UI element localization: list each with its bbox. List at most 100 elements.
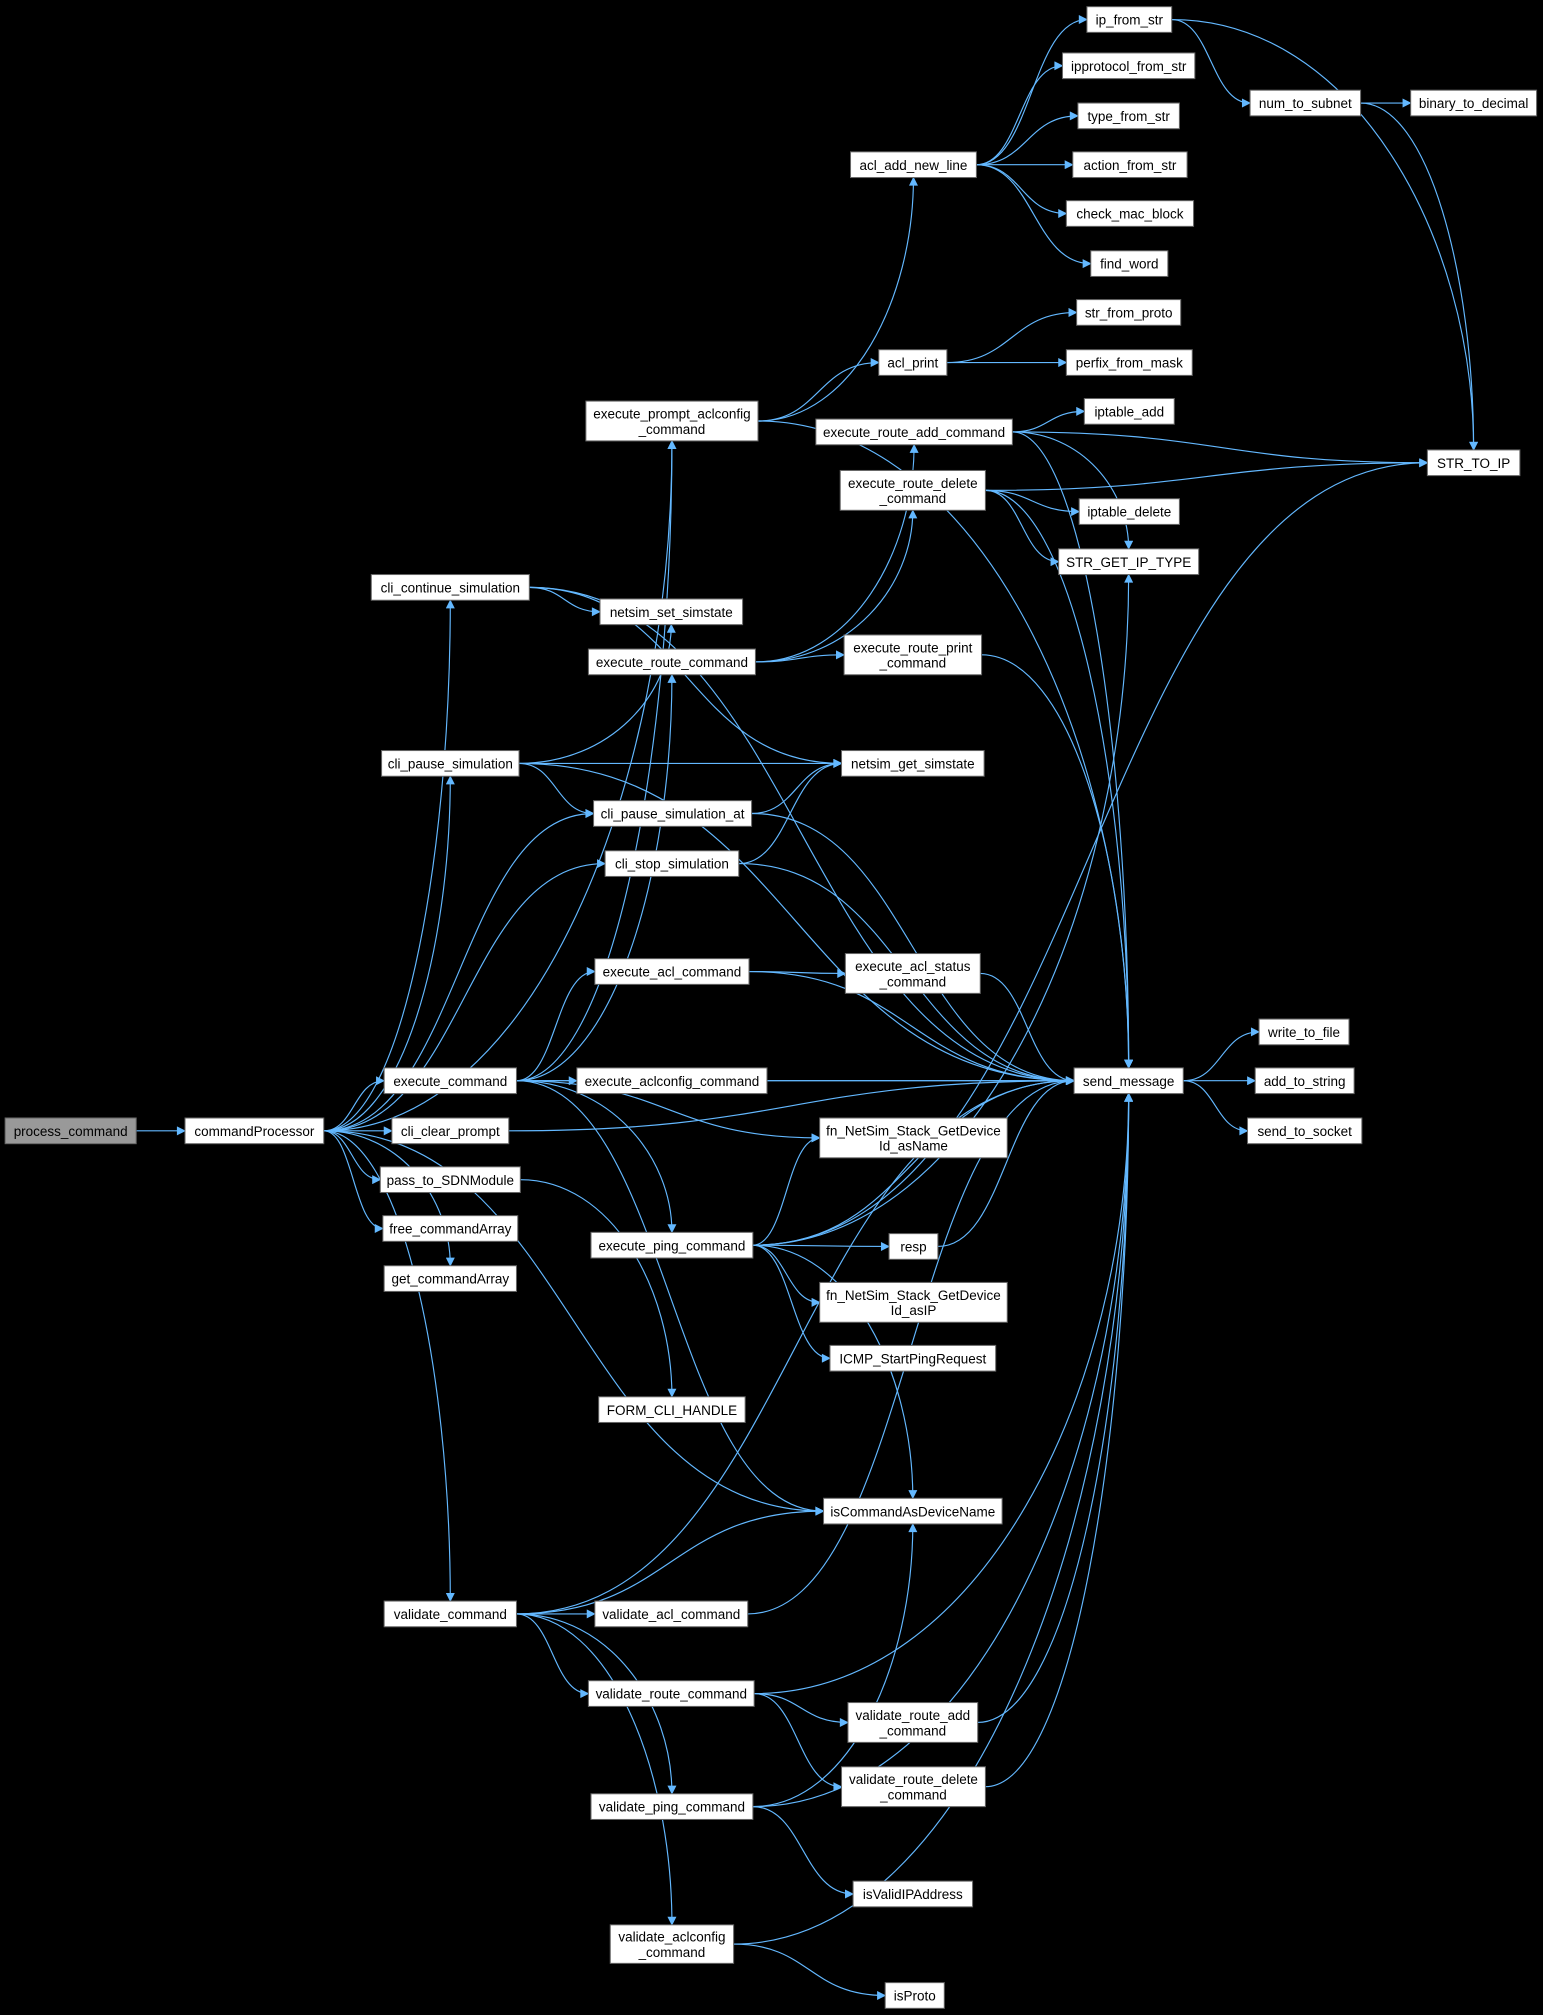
node-validate_aclconfig_command[interactable]: validate_aclconfig_command (609, 1924, 735, 1964)
node-cli_stop_simulation[interactable]: cli_stop_simulation (604, 850, 740, 877)
node-label: check_mac_block (1076, 207, 1183, 222)
node-validate_acl_command[interactable]: validate_acl_command (594, 1600, 749, 1628)
node-cli_pause_simulation[interactable]: cli_pause_simulation (381, 750, 520, 777)
node-check_mac_block[interactable]: check_mac_block (1065, 200, 1195, 227)
node-box (1065, 349, 1193, 376)
node-box (843, 634, 983, 676)
node-execute_command[interactable]: execute_command (383, 1067, 517, 1095)
node-execute_route_print_command[interactable]: execute_route_print_command (843, 634, 983, 676)
call-edge-commandProcessor-to-cli_pause_simulation_at (323, 809, 595, 1132)
node-iptable_add[interactable]: iptable_add (1083, 398, 1175, 425)
call-edge-cli_pause_simulation-to-netsim_set_simstate (519, 623, 676, 764)
node-cli_pause_simulation_at[interactable]: cli_pause_simulation_at (593, 800, 753, 827)
node-label: isValidIPAddress (863, 1887, 963, 1902)
node-box (609, 1924, 735, 1964)
node-label: _command (879, 1788, 947, 1803)
node-execute_prompt_aclconfig_command[interactable]: execute_prompt_aclconfig_command (585, 400, 759, 442)
node-isCommandAsDeviceName[interactable]: isCommandAsDeviceName (823, 1497, 1003, 1525)
node-iptable_delete[interactable]: iptable_delete (1078, 498, 1180, 525)
node-pass_to_SDNModule[interactable]: pass_to_SDNModule (379, 1166, 521, 1194)
node-add_to_string[interactable]: add_to_string (1254, 1067, 1355, 1095)
node-box (1426, 449, 1521, 477)
call-edge-validate_command-to-validate_ping_command (516, 1613, 677, 1795)
node-isValidIPAddress[interactable]: isValidIPAddress (852, 1880, 974, 1908)
node-box (370, 574, 530, 601)
node-execute_route_delete_command[interactable]: execute_route_delete_command (839, 469, 986, 511)
call-edge-execute_prompt_aclconfig_command-to-acl_print (758, 358, 880, 422)
call-edge-execute_command-to-isCommandAsDeviceName (516, 1080, 825, 1516)
node-cli_continue_simulation[interactable]: cli_continue_simulation (370, 574, 530, 601)
node-box (381, 750, 520, 777)
node-send_message[interactable]: send_message (1073, 1067, 1184, 1095)
node-box (1072, 151, 1188, 179)
node-box (184, 1117, 325, 1145)
node-label: iptable_add (1094, 405, 1164, 420)
node-perfix_from_mask[interactable]: perfix_from_mask (1065, 349, 1193, 376)
node-execute_acl_command[interactable]: execute_acl_command (594, 958, 750, 985)
node-label: execute_route_delete (848, 476, 978, 491)
node-num_to_subnet[interactable]: num_to_subnet (1249, 89, 1362, 117)
node-validate_route_delete_command[interactable]: validate_route_delete_command (841, 1766, 986, 1808)
node-box (1254, 1067, 1355, 1095)
node-process_command[interactable]: process_command (4, 1117, 137, 1145)
node-FORM_CLI_HANDLE[interactable]: FORM_CLI_HANDLE (598, 1396, 746, 1423)
node-get_commandArray[interactable]: get_commandArray (383, 1265, 517, 1292)
node-ipprotocol_from_str[interactable]: ipprotocol_from_str (1061, 52, 1196, 80)
call-edge-send_message-to-write_to_file (1183, 1027, 1260, 1082)
node-isProto[interactable]: isProto (884, 1982, 945, 2009)
node-binary_to_decimal[interactable]: binary_to_decimal (1410, 89, 1538, 117)
node-commandProcessor[interactable]: commandProcessor (184, 1117, 325, 1145)
node-execute_route_add_command[interactable]: execute_route_add_command (815, 418, 1013, 446)
node-execute_acl_status_command[interactable]: execute_acl_status_command (844, 953, 981, 994)
node-validate_command[interactable]: validate_command (383, 1600, 517, 1628)
node-type_from_str[interactable]: type_from_str (1077, 102, 1180, 130)
node-ICMP_StartPingRequest[interactable]: ICMP_StartPingRequest (829, 1344, 997, 1372)
node-label: iptable_delete (1087, 505, 1171, 520)
node-write_to_file[interactable]: write_to_file (1258, 1018, 1350, 1046)
node-label: validate_route_command (596, 1687, 747, 1702)
call-edge-acl_add_new_line-to-ipprotocol_from_str (976, 61, 1064, 166)
node-acl_add_new_line[interactable]: acl_add_new_line (849, 151, 977, 179)
node-label: validate_command (394, 1607, 507, 1622)
call-edge-send_message-to-send_to_socket (1183, 1080, 1249, 1136)
node-label: Id_asName (879, 1139, 948, 1154)
node-validate_route_add_command[interactable]: validate_route_add_command (847, 1702, 979, 1743)
node-STR_TO_IP[interactable]: STR_TO_IP (1426, 449, 1521, 477)
node-execute_ping_command[interactable]: execute_ping_command (590, 1231, 754, 1259)
call-edge-resp-to-send_message (937, 1076, 1075, 1248)
node-label: binary_to_decimal (1419, 96, 1528, 111)
node-box (1090, 250, 1169, 277)
node-free_commandArray[interactable]: free_commandArray (382, 1215, 519, 1242)
node-str_from_proto[interactable]: str_from_proto (1076, 299, 1182, 326)
call-edge-acl_add_new_line-to-type_from_str (976, 111, 1079, 166)
node-label: isCommandAsDeviceName (830, 1504, 995, 1519)
call-edge-ip_from_str-to-num_to_subnet (1171, 18, 1251, 108)
node-acl_print[interactable]: acl_print (878, 349, 948, 376)
node-resp[interactable]: resp (888, 1233, 939, 1260)
node-execute_route_command[interactable]: execute_route_command (587, 648, 756, 676)
node-label: cli_clear_prompt (401, 1124, 500, 1139)
node-label: execute_acl_command (603, 965, 742, 980)
node-ip_from_str[interactable]: ip_from_str (1086, 6, 1173, 33)
node-netsim_get_simstate[interactable]: netsim_get_simstate (841, 750, 985, 777)
node-action_from_str[interactable]: action_from_str (1072, 151, 1188, 179)
node-label: num_to_subnet (1259, 96, 1352, 111)
node-validate_route_command[interactable]: validate_route_command (587, 1680, 755, 1707)
node-netsim_set_simstate[interactable]: netsim_set_simstate (599, 598, 744, 626)
node-execute_aclconfig_command[interactable]: execute_aclconfig_command (576, 1067, 768, 1095)
node-validate_ping_command[interactable]: validate_ping_command (590, 1793, 754, 1820)
call-edge-execute_command-to-execute_ping_command (516, 1080, 677, 1234)
node-STR_GET_IP_TYPE[interactable]: STR_GET_IP_TYPE (1058, 548, 1200, 576)
call-edge-execute_route_add_command-to-iptable_add (1012, 406, 1086, 433)
node-box (1061, 52, 1196, 80)
node-label: get_commandArray (391, 1272, 509, 1287)
node-box (590, 1793, 754, 1820)
node-find_word[interactable]: find_word (1090, 250, 1169, 277)
node-label: ip_from_str (1096, 13, 1164, 28)
node-send_to_socket[interactable]: send_to_socket (1246, 1117, 1363, 1145)
call-edge-cli_pause_simulation-to-send_message (519, 762, 1075, 1086)
call-edge-validate_ping_command-to-send_message (752, 1092, 1134, 1808)
node-cli_clear_prompt[interactable]: cli_clear_prompt (391, 1117, 510, 1145)
